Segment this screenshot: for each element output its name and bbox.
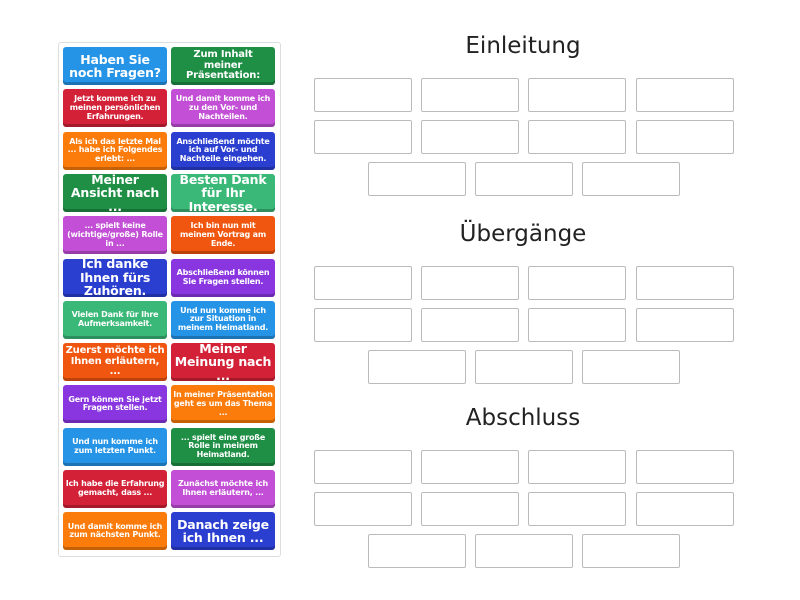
drop-slot[interactable] xyxy=(636,266,734,300)
drop-slot[interactable] xyxy=(421,308,519,342)
drop-slot[interactable] xyxy=(368,534,466,568)
drop-slot[interactable] xyxy=(528,120,626,154)
draggable-card[interactable]: Besten Dank für Ihr Interesse. xyxy=(171,173,275,212)
draggable-card[interactable]: Meiner Meinung nach ... xyxy=(171,343,275,382)
card-text: Und nun komme ich zur Situation in meine… xyxy=(177,305,269,333)
draggable-card[interactable]: Und damit komme ich zu den Vor- und Nach… xyxy=(171,89,275,128)
drop-slot[interactable] xyxy=(636,492,734,526)
card-text: Und damit komme ich zu den Vor- und Nach… xyxy=(175,94,271,121)
drop-slot[interactable] xyxy=(528,266,626,300)
draggable-card[interactable]: Zum Inhalt meiner Präsentation: xyxy=(171,47,275,85)
drop-slot[interactable] xyxy=(421,120,519,154)
drop-slot[interactable] xyxy=(582,534,680,568)
draggable-card[interactable]: Ich bin nun mit meinem Vortrag am Ende. xyxy=(171,216,275,255)
drop-slot[interactable] xyxy=(314,120,412,154)
draggable-card[interactable]: Und nun komme ich zur Situation in meine… xyxy=(171,300,275,339)
draggable-card[interactable]: Zuerst möchte ich Ihnen erläutern, ... xyxy=(63,343,167,382)
drop-slot[interactable] xyxy=(421,492,519,526)
drop-slot[interactable] xyxy=(636,78,734,112)
card-text: Meiner Ansicht nach ... xyxy=(70,173,160,212)
draggable-card[interactable]: Vielen Dank für Ihre Aufmerksamkeit. xyxy=(63,300,167,339)
drop-slot[interactable] xyxy=(368,162,466,196)
draggable-card[interactable]: Gern können Sie jetzt Fragen stellen. xyxy=(63,385,167,424)
card-text: Vielen Dank für Ihre Aufmerksamkeit. xyxy=(71,310,159,328)
draggable-card[interactable]: Anschließend möchte ich auf Vor- und Nac… xyxy=(171,131,275,170)
draggable-card[interactable]: Haben Sie noch Fragen? xyxy=(63,47,167,85)
drop-slot[interactable] xyxy=(528,308,626,342)
drop-slot[interactable] xyxy=(314,450,412,484)
drop-slot[interactable] xyxy=(475,162,573,196)
card-text: In meiner Präsentation geht es um das Th… xyxy=(173,390,273,417)
card-text: Jetzt komme ich zu meinen persönlichen E… xyxy=(69,94,161,121)
card-text: Anschließend möchte ich auf Vor- und Nac… xyxy=(176,136,270,163)
drop-slot[interactable] xyxy=(582,350,680,384)
card-text: Als ich das letzte Mal ... habe ich Folg… xyxy=(67,136,163,163)
draggable-card[interactable]: Und nun komme ich zum letzten Punkt. xyxy=(63,427,167,466)
drop-slot[interactable] xyxy=(475,534,573,568)
draggable-card[interactable]: ... spielt keine (wichtige/große) Rolle … xyxy=(63,216,167,255)
drop-slot[interactable] xyxy=(421,450,519,484)
card-text: Haben Sie noch Fragen? xyxy=(69,51,161,80)
card-text: Ich bin nun mit meinem Vortrag am Ende. xyxy=(180,221,266,248)
drop-slot[interactable] xyxy=(528,78,626,112)
draggable-card[interactable]: ... spielt eine große Rolle in meinem He… xyxy=(171,427,275,466)
drop-slot[interactable] xyxy=(582,162,680,196)
draggable-card[interactable]: Ich habe die Erfahrung gemacht, dass ... xyxy=(63,470,167,508)
card-pool: Haben Sie noch Fragen? Zum Inhalt meiner … xyxy=(58,42,281,557)
group-title: Abschluss xyxy=(465,405,581,431)
drop-slot[interactable] xyxy=(475,350,573,384)
group-title: Übergänge xyxy=(459,221,587,247)
draggable-card[interactable]: Und damit komme ich zum nächsten Punkt. xyxy=(63,512,167,551)
card-text: Zunächst möchte ich Ihnen erläutern, ... xyxy=(177,479,269,497)
card-text: Zum Inhalt meiner Präsentation: xyxy=(186,48,260,82)
drop-slot[interactable] xyxy=(314,78,412,112)
drop-slot[interactable] xyxy=(528,450,626,484)
drop-slot[interactable] xyxy=(314,266,412,300)
draggable-card[interactable]: Zunächst möchte ich Ihnen erläutern, ... xyxy=(171,470,275,508)
card-text: Und damit komme ich zum nächsten Punkt. xyxy=(67,521,163,540)
draggable-card[interactable]: Danach zeige ich Ihnen ... xyxy=(171,512,275,551)
card-text: Zuerst möchte ich Ihnen erläutern, ... xyxy=(65,344,165,378)
drop-slot[interactable] xyxy=(528,492,626,526)
draggable-card[interactable]: Als ich das letzte Mal ... habe ich Folg… xyxy=(63,131,167,170)
drop-slot[interactable] xyxy=(636,450,734,484)
drop-slot[interactable] xyxy=(636,308,734,342)
card-text: ... spielt eine große Rolle in meinem He… xyxy=(180,432,266,459)
card-text: Ich habe die Erfahrung gemacht, dass ... xyxy=(65,479,165,497)
group-title: Einleitung xyxy=(465,33,581,59)
card-text: Danach zeige ich Ihnen ... xyxy=(177,516,269,546)
draggable-card[interactable]: In meiner Präsentation geht es um das Th… xyxy=(171,385,275,424)
drop-slot[interactable] xyxy=(421,266,519,300)
card-text: Ich danke Ihnen fürs Zuhören. xyxy=(79,258,151,297)
draggable-card[interactable]: Jetzt komme ich zu meinen persönlichen E… xyxy=(63,89,167,128)
card-text: Meiner Meinung nach ... xyxy=(174,343,272,382)
card-text: Und nun komme ich zum letzten Punkt. xyxy=(72,437,158,455)
drop-slot[interactable] xyxy=(314,308,412,342)
card-text: Gern können Sie jetzt Fragen stellen. xyxy=(68,394,162,413)
draggable-card[interactable]: Ich danke Ihnen fürs Zuhören. xyxy=(63,258,167,297)
drop-slot[interactable] xyxy=(368,350,466,384)
drop-slot[interactable] xyxy=(636,120,734,154)
draggable-card[interactable]: Meiner Ansicht nach ... xyxy=(63,173,167,212)
card-text: Abschließend können Sie Fragen stellen. xyxy=(176,267,270,286)
card-text: Besten Dank für Ihr Interesse. xyxy=(179,173,267,212)
drop-slot[interactable] xyxy=(314,492,412,526)
card-text: ... spielt keine (wichtige/große) Rolle … xyxy=(67,221,163,248)
drop-slot[interactable] xyxy=(421,78,519,112)
draggable-card[interactable]: Abschließend können Sie Fragen stellen. xyxy=(171,258,275,297)
